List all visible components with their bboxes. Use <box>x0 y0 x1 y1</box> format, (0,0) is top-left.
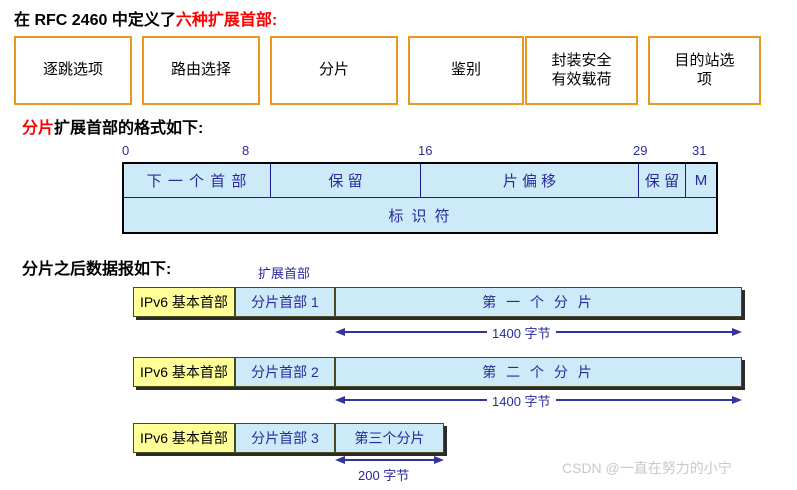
bit-field-reserved: 保 留 <box>270 164 420 197</box>
bit-field-fragment-offset: 片 偏 移 <box>420 164 638 197</box>
bit-field-next-header: 下 一 个 首 部 <box>124 164 270 197</box>
measure-label-3: 200 字节 <box>353 465 415 484</box>
measure-200-bytes-row-3: 200 字节 <box>335 453 444 484</box>
fragment-header-bit-table: 下 一 个 首 部 保 留 片 偏 移 保 留 M 标 识 符 <box>122 162 718 234</box>
ipv6-base-header-1: IPv6 基本首部 <box>133 287 235 317</box>
ext-header-box-authentication[interactable]: 鉴别 <box>408 36 524 105</box>
ext-header-box-destination-options[interactable]: 目的站选 项 <box>648 36 761 105</box>
heading-fragment-format: 分片扩展首部的格式如下: <box>22 114 203 138</box>
heading-extension-headers: 在 RFC 2460 中定义了六种扩展首部: <box>14 6 277 30</box>
ext-header-box-hop-by-hop[interactable]: 逐跳选项 <box>14 36 132 105</box>
ipv6-base-header-2: IPv6 基本首部 <box>133 357 235 387</box>
annotation-extension-header: 扩展首部 <box>258 266 311 281</box>
heading-frag-rest: 扩展首部的格式如下: <box>54 120 204 137</box>
bit-table-row-1: 下 一 个 首 部 保 留 片 偏 移 保 留 M <box>124 164 716 198</box>
bit-label-8: 8 <box>242 143 250 158</box>
heading-ext-prefix: 在 RFC 2460 中定义了 <box>14 12 176 29</box>
double-arrow-icon <box>335 456 444 464</box>
bit-field-reserved-2: 保 留 <box>638 164 685 197</box>
fragment-payload-1: 第 一 个 分 片 <box>335 287 742 317</box>
ext-header-label: 逐跳选项 <box>42 61 103 79</box>
heading-frag-highlight: 分片 <box>22 120 55 137</box>
ext-header-label: 鉴别 <box>450 61 481 79</box>
bit-label-16: 16 <box>418 143 433 158</box>
ext-header-box-routing[interactable]: 路由选择 <box>142 36 260 105</box>
ext-header-label: 路由选择 <box>170 61 231 79</box>
watermark: CSDN @一直在努力的小宁 <box>562 460 732 476</box>
ext-header-label: 封装安全 有效载荷 <box>551 51 612 88</box>
bit-field-identification: 标 识 符 <box>124 198 716 232</box>
measure-label-2: 1400 字节 <box>487 391 556 410</box>
fragment-payload-2: 第 二 个 分 片 <box>335 357 742 387</box>
ext-header-label: 分片 <box>318 61 349 79</box>
heading-ext-highlight: 六种扩展首部: <box>175 12 278 29</box>
ext-header-box-esp[interactable]: 封装安全 有效载荷 <box>525 36 638 105</box>
ext-header-box-fragment[interactable]: 分片 <box>270 36 398 105</box>
bit-field-more-flag: M <box>685 164 716 197</box>
bit-table-row-2: 标 识 符 <box>124 198 716 232</box>
fragment-header-2: 分片首部 2 <box>235 357 335 387</box>
bit-label-0: 0 <box>122 143 130 158</box>
bit-label-31: 31 <box>692 143 707 158</box>
measure-label-1: 1400 字节 <box>487 323 556 342</box>
measure-1400-bytes-row-1: 1400 字节 <box>335 323 742 345</box>
heading-after-fragmentation: 分片之后数据报如下: <box>22 261 172 278</box>
fragment-payload-3: 第三个分片 <box>335 423 444 453</box>
measure-1400-bytes-row-2: 1400 字节 <box>335 391 742 413</box>
ipv6-base-header-3: IPv6 基本首部 <box>133 423 235 453</box>
bit-label-29: 29 <box>633 143 648 158</box>
fragment-header-1: 分片首部 1 <box>235 287 335 317</box>
fragment-header-3: 分片首部 3 <box>235 423 335 453</box>
ext-header-label: 目的站选 项 <box>674 51 735 88</box>
